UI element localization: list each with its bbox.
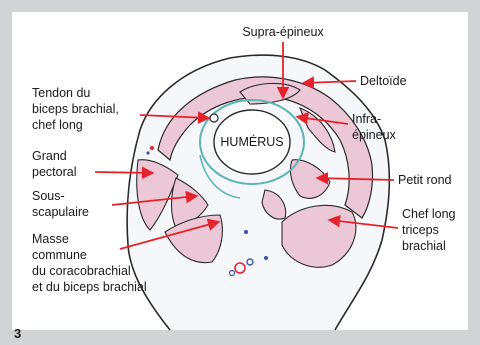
pectoralis-label-1: Grand — [32, 149, 67, 163]
biceps-tendon-label-1: Tendon du — [32, 86, 90, 100]
teres-minor-label: Petit rond — [398, 173, 452, 187]
biceps-tendon — [210, 114, 218, 122]
subscapularis-label-2: scapulaire — [32, 205, 89, 219]
infraspinatus-label-2: épineux — [352, 128, 397, 142]
coracobrachialis-label-1: Masse — [32, 232, 69, 246]
infraspinatus-label-1: Infra- — [352, 112, 381, 126]
vessel — [244, 230, 248, 234]
pectoralis-arrow — [95, 172, 152, 173]
deltoid-label: Deltoïde — [360, 74, 407, 88]
humerus-label: HUMÉRUS — [220, 134, 283, 149]
coracobrachialis-label-3: du coracobrachial — [32, 264, 131, 278]
coracobrachialis-label-2: commune — [32, 248, 87, 262]
supraspinatus-label: Supra-épineux — [242, 25, 324, 39]
triceps-label-1: Chef long — [402, 207, 456, 221]
biceps-tendon-label-3: chef long — [32, 118, 83, 132]
figure-number: 3 — [14, 326, 21, 341]
vessel — [146, 151, 149, 154]
pectoralis-label-2: pectoral — [32, 165, 76, 179]
coracobrachialis-label-4: et du biceps brachial — [32, 280, 147, 294]
subscapularis-label-1: Sous- — [32, 189, 65, 203]
triceps-label-3: brachial — [402, 239, 446, 253]
vessel — [264, 256, 268, 260]
triceps-label-2: triceps — [402, 223, 439, 237]
vessel — [150, 146, 154, 150]
biceps-tendon-label-2: biceps brachial, — [32, 102, 119, 116]
